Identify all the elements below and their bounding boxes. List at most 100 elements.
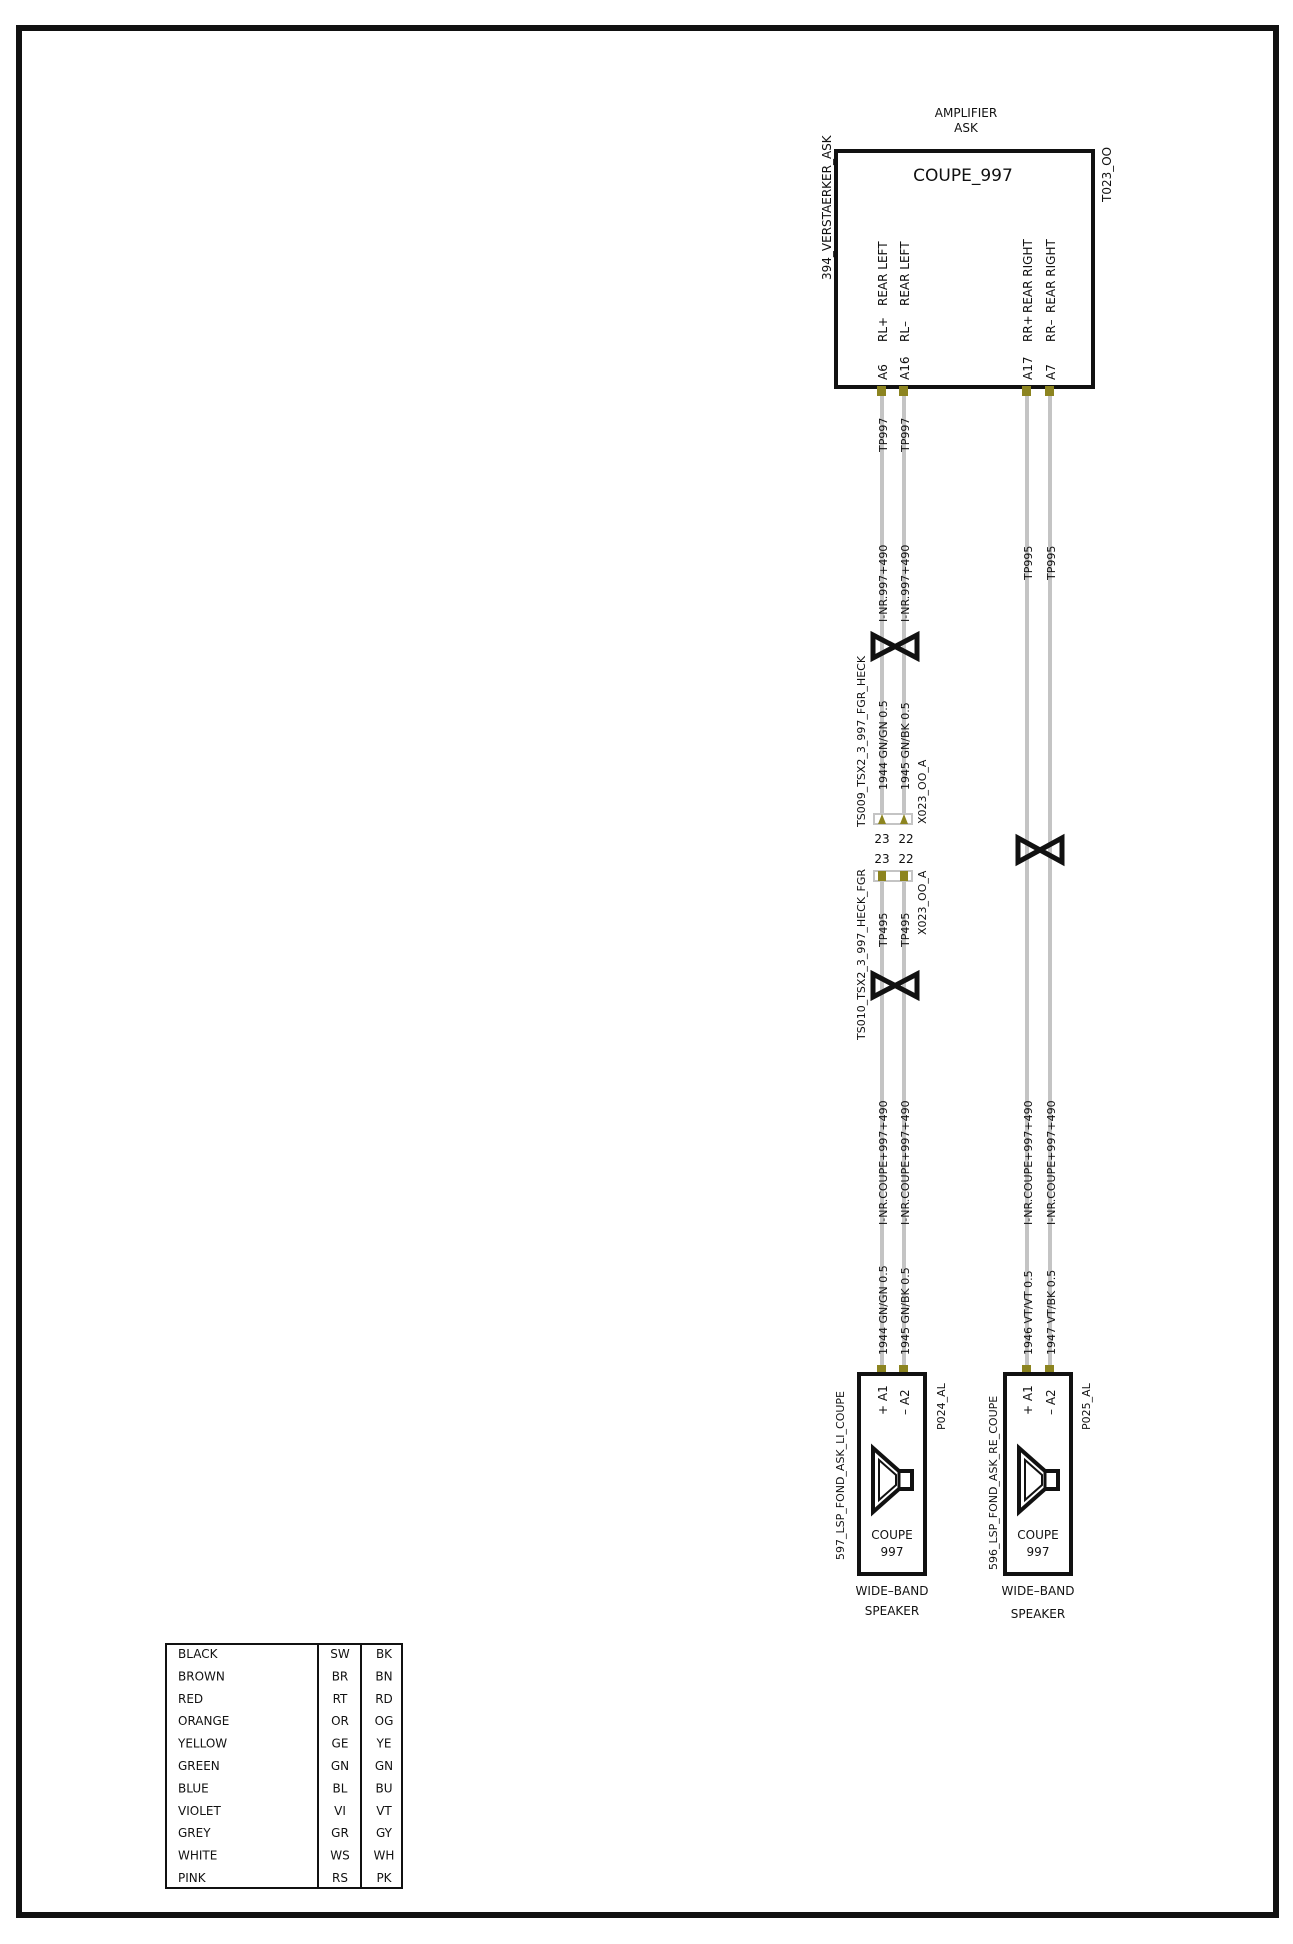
- legend-name: BLACK: [178, 1647, 219, 1661]
- legend-de: GE: [332, 1737, 349, 1751]
- amp-title-line1: AMPLIFIER: [935, 106, 997, 120]
- page-frame: [16, 25, 1279, 1918]
- legend-de: OR: [331, 1714, 349, 1728]
- legend-name: GREY: [178, 1826, 211, 1840]
- legend-name: BROWN: [178, 1669, 225, 1683]
- legend-en: VT: [376, 1804, 392, 1818]
- wire-label: I-NR.COUPE+997+490: [1045, 1100, 1058, 1225]
- amp-connector-label: T023_OO: [1100, 147, 1114, 203]
- legend-name: BLUE: [178, 1781, 209, 1795]
- connector-x023: 23 22 23 22: [873, 813, 914, 882]
- legend-de: GR: [331, 1826, 349, 1840]
- legend-name: GREEN: [178, 1759, 220, 1773]
- speaker-model-line2: 997: [881, 1545, 904, 1559]
- wire-label: 1947 VT/BK 0.5: [1045, 1270, 1058, 1355]
- pin-terminal: [899, 386, 908, 396]
- pin-terminal: [1022, 386, 1031, 396]
- legend-en: YE: [376, 1737, 392, 1751]
- wire-label: 1944 GN/GN 0.5: [877, 1265, 890, 1355]
- speaker-pin: – A2: [1044, 1389, 1058, 1415]
- legend-name: PINK: [178, 1871, 207, 1885]
- wire-label: TP995: [1045, 546, 1058, 581]
- wire-label: 1945 GN/BK 0.5: [899, 702, 912, 790]
- amp-side-label: 394_VERSTAERKER_ASK: [820, 134, 834, 280]
- wire-label: TP995: [1022, 546, 1035, 581]
- x023-pin: 22: [898, 832, 913, 846]
- amp-pin-signal: RR–: [1044, 319, 1058, 342]
- wires: [880, 390, 1052, 1370]
- pin-terminal: [877, 386, 886, 396]
- amp-pin-A16: A16 RL– REAR LEFT: [898, 241, 912, 380]
- speaker-caption-line1: WIDE–BAND: [1002, 1584, 1075, 1598]
- legend-name: ORANGE: [178, 1714, 229, 1728]
- amp-pin-signal: RR+: [1021, 315, 1035, 342]
- legend-name: RED: [178, 1692, 203, 1706]
- x023-pin: 23: [874, 852, 889, 866]
- legend-en: BU: [375, 1781, 392, 1795]
- legend-en: RD: [375, 1692, 393, 1706]
- speaker-caption-line2: SPEAKER: [1011, 1607, 1065, 1621]
- x023-label-lower: X023_OO_A: [916, 870, 929, 935]
- wire-label: TP997: [877, 418, 890, 453]
- wire-label: TP495: [899, 913, 912, 948]
- amp-pin-id: A17: [1021, 357, 1035, 380]
- legend-en: PK: [376, 1871, 392, 1885]
- speaker-right: + A1 – A2 COUPE 997 596_LSP_FOND_ASK_RE_…: [987, 1372, 1093, 1621]
- legend-de: VI: [334, 1804, 346, 1818]
- amp-pin-desc: REAR LEFT: [898, 241, 912, 306]
- legend-en: GN: [375, 1759, 393, 1773]
- speaker-connector: P024_AL: [935, 1382, 948, 1430]
- legend-de: GN: [331, 1759, 349, 1773]
- legend-en: WH: [374, 1849, 395, 1863]
- pin-terminal: [899, 1365, 908, 1375]
- wire-label: 1945 GN/BK 0.5: [899, 1267, 912, 1355]
- splice-upper-label: TS009_TSX2_3_997_FGR_HECK: [855, 655, 868, 828]
- amp-pin-A6: A6 RL+ REAR LEFT: [876, 241, 890, 380]
- legend-de: WS: [330, 1849, 349, 1863]
- amp-pin-A17: A17 RR+ REAR RIGHT: [1021, 239, 1035, 380]
- amp-title-line2: ASK: [954, 121, 979, 135]
- legend-name: VIOLET: [178, 1804, 221, 1818]
- splice-lower-label: TS010_TSX2_3_997_HECK_FGR: [855, 869, 868, 1041]
- legend-name: WHITE: [178, 1849, 217, 1863]
- wire-label: I-NR.COUPE+997+490: [1022, 1100, 1035, 1225]
- amp-pin-signal: RL+: [876, 317, 890, 342]
- loudspeaker-icon: [871, 1443, 914, 1517]
- speaker-left: + A1 – A2 COUPE 997 597_LSP_FOND_ASK_LI_…: [834, 1372, 948, 1618]
- amp-pin-id: A16: [898, 357, 912, 380]
- amplifier-box: [834, 149, 1095, 389]
- legend-en: BN: [375, 1669, 392, 1683]
- amp-pin-id: A7: [1044, 364, 1058, 380]
- legend-de: BR: [332, 1669, 349, 1683]
- speaker-model-line1: COUPE: [1017, 1528, 1058, 1542]
- amp-pin-signal: RL–: [898, 321, 912, 342]
- pin-terminal: [1022, 1365, 1031, 1375]
- pin-terminal: [1045, 1365, 1054, 1375]
- legend-de: RS: [332, 1871, 348, 1885]
- amp-pin-id: A6: [876, 364, 890, 380]
- speaker-model-line2: 997: [1027, 1545, 1050, 1559]
- speaker-connector: P025_AL: [1080, 1382, 1093, 1430]
- legend-de: SW: [330, 1647, 350, 1661]
- splice-ts010-icon: [870, 969, 920, 1002]
- x023-label-upper: X023_OO_A: [916, 759, 929, 824]
- legend-en: GY: [376, 1826, 393, 1840]
- speaker-pin: – A2: [898, 1389, 912, 1415]
- speaker-model-line1: COUPE: [871, 1528, 912, 1542]
- speaker-pin: + A1: [1021, 1385, 1035, 1415]
- amp-pin-A7: A7 RR– REAR RIGHT: [1044, 239, 1058, 380]
- wire-label: 1946 VT/VT 0.5: [1022, 1270, 1035, 1355]
- amp-pin-desc: REAR RIGHT: [1021, 239, 1035, 313]
- legend-de: RT: [333, 1692, 348, 1706]
- pin-terminal: [877, 1365, 886, 1375]
- amp-pin-desc: REAR RIGHT: [1044, 239, 1058, 313]
- legend-de: BL: [333, 1781, 348, 1795]
- amp-pin-desc: REAR LEFT: [876, 241, 890, 306]
- legend-name: YELLOW: [177, 1737, 227, 1751]
- speaker-side-label: 597_LSP_FOND_ASK_LI_COUPE: [834, 1391, 847, 1560]
- x023-pin: 22: [898, 852, 913, 866]
- wire-label: TP495: [877, 913, 890, 948]
- loudspeaker-icon: [1017, 1443, 1060, 1517]
